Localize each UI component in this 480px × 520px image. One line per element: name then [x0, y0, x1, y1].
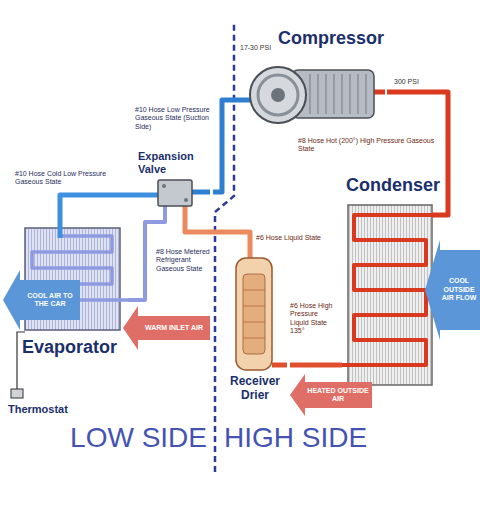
side-label: LOW SIDE [10, 422, 207, 454]
component-label: Expansion Valve [138, 150, 210, 175]
component-label: Compressor [278, 28, 384, 49]
airflow-label: COOL OUTSIDE AIR FLOW [441, 250, 477, 330]
hose-line [387, 92, 448, 175]
airflow-label: WARM INLET AIR [140, 316, 208, 340]
side-divider [215, 22, 234, 472]
hose-label: #10 Hose Low Pressure Gaseous State (Suc… [135, 106, 217, 131]
drier-cutaway [243, 274, 265, 354]
valve-bolt [184, 198, 188, 202]
receiver-drier: Receiver Drier [223, 250, 290, 410]
pressure-value: 300 PSI [394, 78, 419, 86]
air-arrow [290, 374, 372, 416]
condenser-core [348, 205, 432, 385]
component-label: Receiver Drier [223, 375, 287, 403]
valve-block [158, 180, 192, 206]
drier-pipe [272, 363, 287, 368]
airflow-label: COOL AIR TO THE CAR [22, 280, 78, 320]
compressor: Compressor [238, 28, 387, 128]
component-label: Evaporator [22, 337, 117, 358]
hose-label: #10 Hose Cold Low Pressure Gaseous State [15, 170, 133, 187]
evaporator: Evaporator [12, 215, 128, 365]
thermostat-box [11, 389, 23, 398]
air-arrow [3, 270, 80, 330]
component-label: Thermostat [8, 403, 68, 416]
pulley-hub [271, 88, 285, 102]
component-label: Condenser [346, 175, 440, 196]
evaporator-outlet [58, 215, 63, 238]
clutch-pulley [250, 67, 306, 123]
valve-bolt [162, 184, 166, 188]
drier-canister [236, 258, 272, 370]
hose-label: #8 Hose Hot (200°) High Pressure Gaseous… [298, 137, 440, 154]
hose-line [185, 210, 250, 250]
hose-line [213, 100, 238, 192]
pressure-value: 17-30 PSI [240, 44, 271, 52]
air-arrow [123, 306, 210, 350]
hose-label: #6 Hose High Pressure Liquid State 135° [290, 302, 338, 336]
valve-pipe [192, 190, 210, 195]
hose-label: #8 Hose Metered Refrigerant Gaseous Stat… [156, 248, 211, 273]
airflow-label: HEATED OUTSIDE AIR [306, 382, 370, 408]
desiccant-lines [243, 290, 265, 338]
thermostat-wire [16, 385, 17, 389]
hose-line [60, 195, 138, 215]
compressor-ribs [310, 74, 366, 114]
thermostat: Thermostat [8, 385, 88, 421]
condenser-tubes [342, 215, 432, 365]
valve-pipe [138, 193, 158, 198]
air-arrow [425, 240, 480, 340]
pulley-groove [258, 75, 298, 115]
hose-line [16, 365, 17, 385]
side-label: HIGH SIDE [224, 422, 367, 454]
drier-pipe [248, 250, 253, 258]
hose-line [290, 363, 342, 368]
expansion-valve: Expansion Valve [138, 150, 213, 210]
hose-label: #6 Hose Liquid State [256, 234, 338, 242]
condenser: Condenser [342, 175, 455, 410]
